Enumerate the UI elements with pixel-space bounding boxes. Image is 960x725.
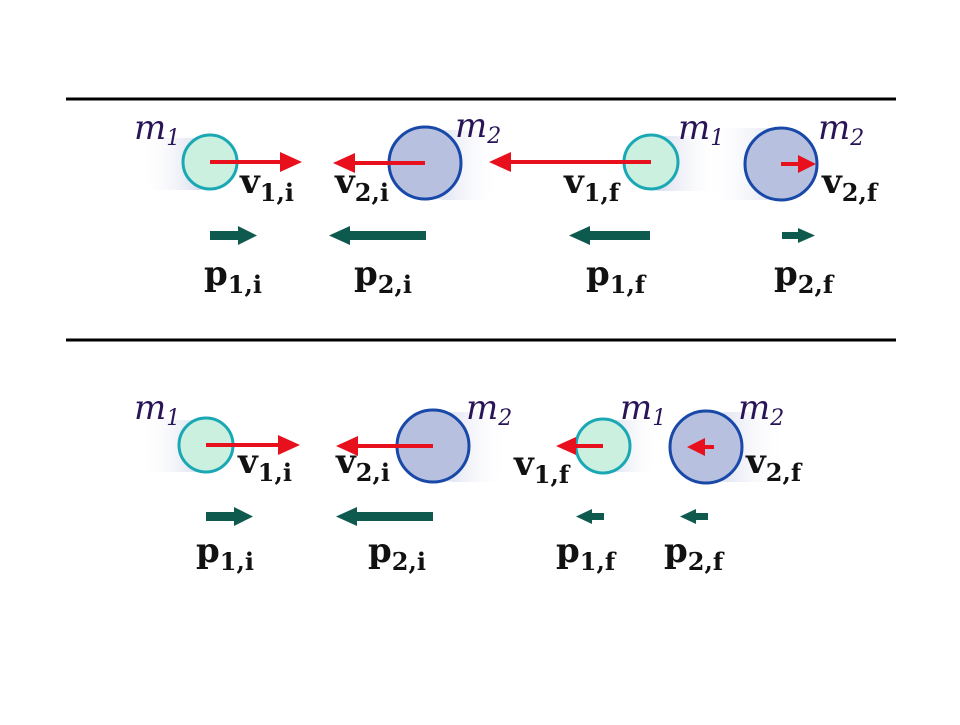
momentum-arrow-p1i: [210, 226, 257, 245]
mass-label-m2: m2: [466, 388, 512, 431]
mass-label-m1: m1: [620, 388, 666, 431]
momentum-arrow-p2f: [680, 509, 708, 524]
velocity-arrow-v2i: [336, 436, 433, 456]
momentum-arrow-p1f: [576, 509, 604, 524]
velocity-arrow-v1i: [206, 435, 300, 455]
label-v2f: v2,f: [745, 442, 803, 487]
velocity-arrow-v1i: [210, 152, 302, 172]
mass-label-m1: m1: [678, 108, 724, 151]
mass-label-m1: m1: [134, 388, 180, 431]
label-p2f: p2,f: [664, 531, 725, 576]
mass-label-m2: m2: [738, 388, 784, 431]
mass-label-m2: m2: [818, 108, 864, 151]
momentum-arrow-p1f: [569, 226, 650, 245]
momentum-arrow-p1i: [206, 507, 253, 526]
label-v2i: v2,i: [335, 442, 390, 487]
velocity-arrow-v1f: [556, 437, 603, 455]
label-p1f: p1,f: [556, 531, 617, 576]
label-p1f: p1,f: [586, 254, 647, 299]
velocity-arrow-v2i: [333, 153, 425, 173]
label-p1i: p1,i: [204, 254, 262, 299]
momentum-arrow-p2i: [336, 507, 433, 526]
panel-elastic-collision: m1 m2 m1 m2 v1,i v2,i v1,f v2,f p1,i p2,…: [134, 106, 879, 299]
velocity-arrow-v2f: [687, 438, 714, 456]
label-v1f: v1,f: [513, 444, 571, 489]
label-v2f: v2,f: [821, 162, 879, 207]
momentum-arrow-p2i: [329, 226, 426, 245]
label-p2i: p2,i: [368, 531, 426, 576]
velocity-arrow-v2f: [781, 155, 816, 173]
label-v1i: v1,i: [237, 442, 292, 487]
panel-inelastic-collision: m1 m2 m1 m2 v1,i v2,i v1,f v2,f p1,i p2,…: [134, 388, 803, 576]
mass-label-m1: m1: [134, 108, 180, 151]
label-p2i: p2,i: [354, 254, 412, 299]
momentum-arrow-p2f: [782, 228, 815, 243]
label-v1f: v1,f: [563, 162, 621, 207]
label-p2f: p2,f: [774, 254, 835, 299]
label-v2i: v2,i: [334, 162, 389, 207]
label-v1i: v1,i: [239, 162, 294, 207]
velocity-arrow-v1f: [489, 152, 651, 172]
mass-label-m2: m2: [455, 106, 501, 149]
label-p1i: p1,i: [196, 531, 254, 576]
